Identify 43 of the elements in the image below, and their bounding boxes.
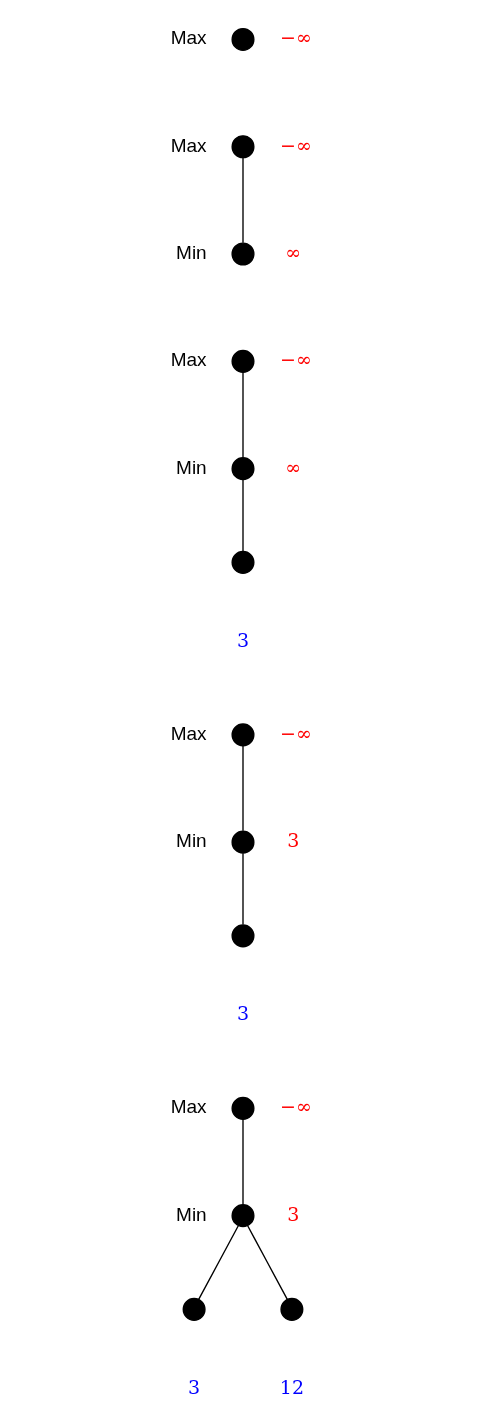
connector [247, 1225, 288, 1301]
node-circle [231, 349, 255, 373]
node-label: Max [170, 722, 207, 744]
node-label: Max [170, 134, 207, 156]
node-label: Min [176, 830, 207, 852]
node-label: −∞ [280, 26, 312, 49]
node-circle [231, 924, 255, 948]
node-label: −∞ [280, 721, 312, 744]
node-label: 3 [287, 1202, 300, 1225]
node-circle [231, 723, 255, 747]
node-label: Max [170, 1096, 207, 1118]
node-label: Max [170, 349, 207, 371]
node-circle [231, 830, 255, 854]
node-circle [182, 1297, 206, 1321]
node-label: 3 [188, 1375, 201, 1398]
node-label: Min [176, 456, 207, 478]
node-label: −∞ [280, 348, 312, 371]
connector [198, 1225, 239, 1301]
node-label: Max [170, 27, 207, 49]
node-label: 3 [287, 829, 300, 852]
node-circle [280, 1297, 304, 1321]
node-label: 3 [236, 628, 250, 651]
node-circle [231, 550, 255, 574]
node-label: −∞ [280, 1095, 312, 1118]
node-label: ∞ [285, 455, 302, 478]
node-circle [231, 242, 255, 266]
node-label: 12 [279, 1375, 304, 1398]
connector [242, 157, 244, 244]
connector [242, 479, 244, 552]
connector [242, 1118, 244, 1206]
node-circle [231, 135, 255, 159]
node-label: ∞ [285, 241, 302, 264]
node-circle [231, 1204, 255, 1228]
node-label: −∞ [280, 133, 312, 156]
connector [242, 745, 244, 832]
node-label: Min [176, 1203, 207, 1225]
node-label: 3 [236, 1002, 250, 1025]
node-label: Min [176, 242, 207, 264]
node-circle [231, 27, 255, 51]
node-circle [231, 1096, 255, 1120]
node-circle [231, 457, 255, 481]
connector [242, 852, 244, 926]
connector [242, 371, 244, 459]
